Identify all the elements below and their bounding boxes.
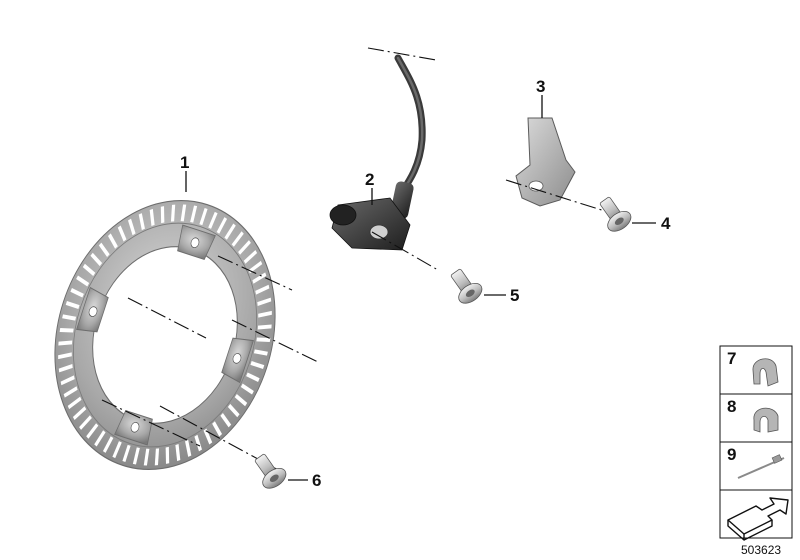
legend-panel: 7 8 9 <box>719 345 793 541</box>
ring-slot <box>62 314 77 321</box>
legend-label-7: 7 <box>727 349 736 368</box>
axis-line-bracket <box>505 179 609 213</box>
diagram-id: 503623 <box>741 543 781 557</box>
ring-slot <box>165 446 170 464</box>
ring-slot <box>154 448 160 466</box>
ring-slot <box>252 272 267 284</box>
legend-box-9 <box>719 441 793 491</box>
ring-slot <box>208 211 218 229</box>
ring-slot <box>102 436 114 453</box>
ring-slot <box>212 421 223 437</box>
ring-slot <box>256 337 271 342</box>
ring-slot <box>250 361 265 369</box>
callout-1: 1 <box>180 153 189 192</box>
ring-slot <box>240 383 254 395</box>
ring-slot <box>59 328 74 333</box>
ring-slot <box>112 441 122 459</box>
ring-slot <box>58 352 72 360</box>
callout-label-1: 1 <box>180 153 189 172</box>
callout-label-5: 5 <box>510 286 519 305</box>
ring-slot <box>231 231 244 247</box>
callout-6: 6 <box>288 471 321 490</box>
ring-slot <box>132 447 140 465</box>
cable-clip-icon-8 <box>753 407 779 433</box>
screw-icon-4 <box>593 192 636 236</box>
ring-slot <box>94 430 106 447</box>
ring-slot <box>72 406 87 420</box>
ring-slot <box>98 242 110 258</box>
ring-slot <box>253 349 268 356</box>
ring-slot <box>76 275 90 287</box>
ring-slot <box>234 393 248 407</box>
callout-4: 4 <box>632 214 671 233</box>
ring-slot <box>122 444 131 462</box>
ring-slot <box>138 213 145 231</box>
ring-slot <box>257 324 272 330</box>
axis-line-cable <box>367 47 437 61</box>
ring-slot <box>243 250 258 264</box>
ring-slot <box>82 263 96 277</box>
callout-2: 2 <box>365 170 374 205</box>
ring-slot <box>107 233 118 249</box>
ring-slot <box>79 415 92 430</box>
cable-tie-icon-9 <box>737 454 785 479</box>
ring-slot <box>194 434 203 452</box>
ring-slot <box>238 240 251 255</box>
abs-sensor-icon <box>329 54 426 251</box>
ring-slot <box>255 284 270 295</box>
ring-slot <box>58 340 73 346</box>
ring-slot <box>63 386 78 398</box>
ring-slot <box>67 396 82 410</box>
abs-sensor-ring-icon <box>54 199 276 471</box>
ring-slot <box>248 260 263 274</box>
ring-slot <box>185 439 192 457</box>
callout-label-3: 3 <box>536 77 545 96</box>
ring-slot <box>258 310 272 318</box>
ring-slot <box>227 403 240 418</box>
ring-slot <box>216 217 228 234</box>
screw-icon-5 <box>444 264 487 308</box>
callout-3: 3 <box>536 77 545 118</box>
ring-slot <box>65 301 80 309</box>
ring-slot <box>58 364 73 373</box>
screw-icon-6 <box>248 449 291 493</box>
ring-slot <box>86 423 99 439</box>
ring-slot <box>190 205 198 223</box>
ring-slot <box>90 252 103 267</box>
ring-slot <box>170 204 176 222</box>
mounting-bracket-icon <box>515 117 576 207</box>
ring-slot <box>180 204 187 222</box>
ring-slot <box>143 448 150 466</box>
callout-label-2: 2 <box>365 170 374 189</box>
ring-slot <box>175 444 181 462</box>
ring-slot <box>224 223 236 240</box>
ring-slot <box>246 372 260 382</box>
ring-slot <box>203 428 213 445</box>
legend-label-8: 8 <box>727 397 736 416</box>
ring-slot <box>70 288 84 298</box>
cable-clip-icon-7 <box>752 358 779 387</box>
callout-5: 5 <box>484 286 519 305</box>
ring-slot <box>220 412 232 428</box>
ring-slot <box>257 297 272 306</box>
callout-label-6: 6 <box>312 471 321 490</box>
arrow-icon <box>727 497 789 541</box>
ring-slot <box>199 208 208 226</box>
ring-slot <box>127 218 136 236</box>
ring-slot <box>117 225 127 242</box>
ring-slot <box>160 206 165 224</box>
ring-slot <box>60 375 75 386</box>
legend-label-9: 9 <box>727 445 736 464</box>
callout-label-4: 4 <box>661 214 671 233</box>
axis-line-sensor <box>371 231 439 271</box>
ring-slot <box>149 208 155 226</box>
